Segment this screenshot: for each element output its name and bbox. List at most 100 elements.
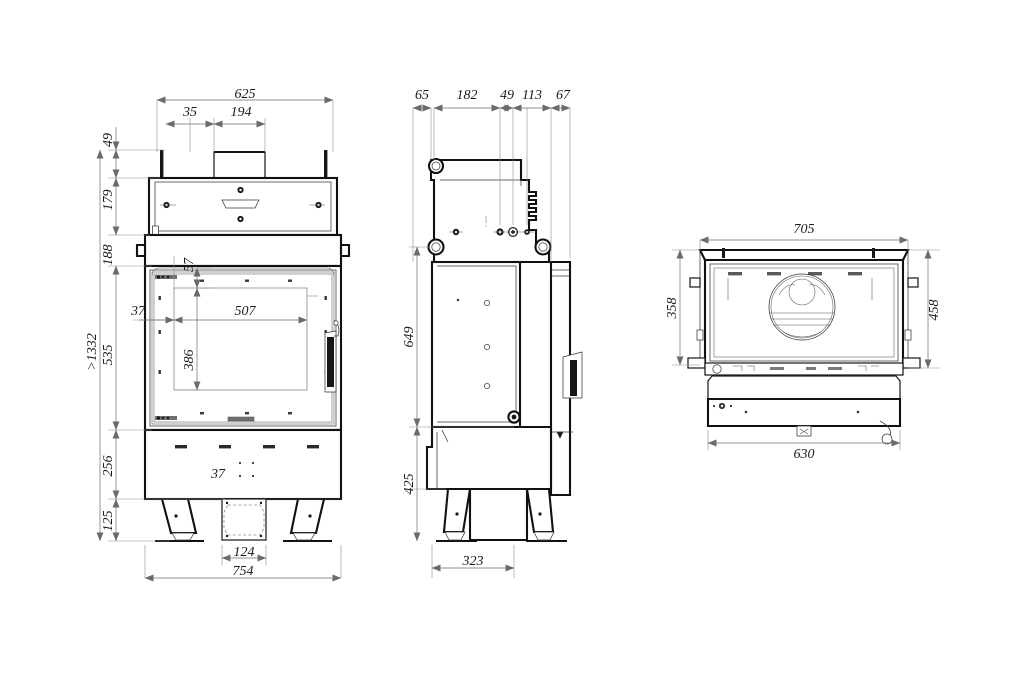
side-leg-front-bolt (455, 512, 459, 516)
dim-side-49: 49 (500, 88, 514, 103)
dim-front-124: 124 (234, 545, 255, 560)
lintel-band (143, 233, 343, 268)
top-post-left (160, 150, 164, 178)
upper-box-tab (152, 225, 159, 236)
door-latch-assembly (324, 319, 340, 393)
dim-front-386: 386 (182, 350, 197, 372)
top-inner-chamber-2 (713, 267, 895, 358)
top-inner-chamber (709, 263, 899, 362)
dim-front-194: 194 (231, 105, 252, 120)
dim-front-507: 507 (235, 304, 257, 319)
flue-damper-left (778, 284, 796, 296)
top-baffle-slots (728, 272, 862, 276)
bracket-left-upper (135, 243, 147, 258)
top-rail-slots (770, 367, 842, 370)
top-front-face (706, 397, 902, 428)
ash-pan-bolt-bl (225, 534, 229, 538)
top-bracket-left-3 (687, 357, 706, 369)
side-view-extension-lines (409, 108, 571, 578)
top-body-sides (699, 250, 909, 365)
dim-side-425: 425 (402, 474, 417, 495)
side-view-dimension-lines (412, 104, 571, 572)
side-bottom-roller-left-inner (431, 242, 441, 252)
flue-grate-arc (782, 331, 822, 338)
door-top-lip (151, 267, 335, 277)
dim-front-625: 625 (235, 87, 256, 102)
top-view-extension-lines (672, 240, 940, 450)
label-plate-37: 37 (210, 467, 226, 482)
front-view-dimension-labels: 625 35 194 49 179 188 535 >1332 256 125 … (85, 87, 256, 579)
top-rail-detail (733, 365, 879, 371)
top-view-dimension-lines (676, 236, 932, 447)
dim-front-125: 125 (101, 511, 116, 532)
dim-side-113: 113 (522, 88, 542, 103)
lower-body-marks (238, 461, 255, 478)
top-rail-knob (712, 364, 722, 374)
foot-left-wedge (171, 532, 195, 541)
flue-collar-inner (770, 275, 834, 339)
dim-top-458: 458 (927, 300, 942, 321)
dim-front-535: 535 (101, 345, 116, 366)
top-bracket-left-2 (696, 329, 704, 341)
side-lower-body-inner (436, 429, 449, 489)
side-upper-inner (440, 179, 522, 186)
side-top-roller-inner (431, 161, 441, 171)
side-ash-recess (468, 489, 529, 542)
side-lower-body (425, 425, 553, 491)
front-view-geometry (135, 150, 351, 543)
side-view-dimension-labels: 65 182 49 113 67 649 425 323 (402, 88, 571, 569)
front-view-dimension-lines (96, 96, 342, 582)
top-baffle-edges (727, 278, 873, 300)
dim-front-35: 35 (182, 105, 197, 120)
dim-side-182: 182 (457, 88, 478, 103)
side-body-holes (456, 298, 521, 424)
dim-top-630: 630 (794, 447, 815, 462)
flue-damper-right (808, 284, 826, 296)
dim-front-256: 256 (101, 456, 116, 477)
ash-pan-bolt-br (259, 534, 263, 538)
dim-front-49: 49 (101, 133, 116, 147)
flue-grate-bars (770, 312, 834, 326)
side-view-geometry (425, 157, 583, 543)
dim-side-649: 649 (402, 327, 417, 348)
top-post-right (324, 150, 328, 178)
foot-right-wedge (292, 532, 316, 541)
air-control-handle (221, 199, 260, 209)
dim-front-57: 57 (182, 257, 197, 272)
top-bracket-right-1 (907, 277, 919, 288)
leg-left-bolt (174, 514, 178, 518)
dim-front-188: 188 (101, 245, 116, 266)
top-centre-latch (796, 425, 812, 437)
dim-side-67: 67 (556, 88, 571, 103)
top-post-right (872, 248, 875, 258)
side-main-body-inner (437, 265, 517, 423)
lower-body (143, 428, 343, 501)
top-centre-latch-x (799, 428, 809, 435)
upper-box-fasteners (160, 186, 325, 223)
top-bracket-right-2 (904, 329, 912, 341)
side-rear-duct (549, 260, 572, 497)
top-view-geometry (687, 248, 921, 445)
dim-top-705: 705 (794, 222, 815, 237)
side-fixing-bolts (449, 226, 534, 238)
side-foot-rear-wedge (533, 531, 555, 541)
dim-side-323: 323 (462, 554, 484, 569)
top-bracket-left-1 (689, 277, 701, 288)
flue-damper-centre (788, 278, 816, 306)
ash-pan-inner (223, 504, 265, 536)
top-post-left (722, 248, 725, 258)
dim-front-37-door: 37 (130, 304, 146, 319)
top-front-apron (707, 375, 901, 400)
side-view: 65 182 49 113 67 649 425 323 (402, 88, 583, 578)
ash-pan-bolt-tr (259, 501, 263, 505)
bracket-right-upper (339, 243, 351, 258)
top-front-face-marks (712, 402, 860, 414)
top-handle-knob (881, 433, 893, 445)
top-front-rail (704, 362, 904, 376)
dim-front-754: 754 (233, 564, 254, 579)
ash-pan-bolt-tl (225, 501, 229, 505)
flue-collar (213, 151, 266, 179)
side-leg-rear-bolt (538, 512, 542, 516)
side-main-body (430, 260, 522, 429)
side-foot-front-wedge (444, 531, 466, 541)
